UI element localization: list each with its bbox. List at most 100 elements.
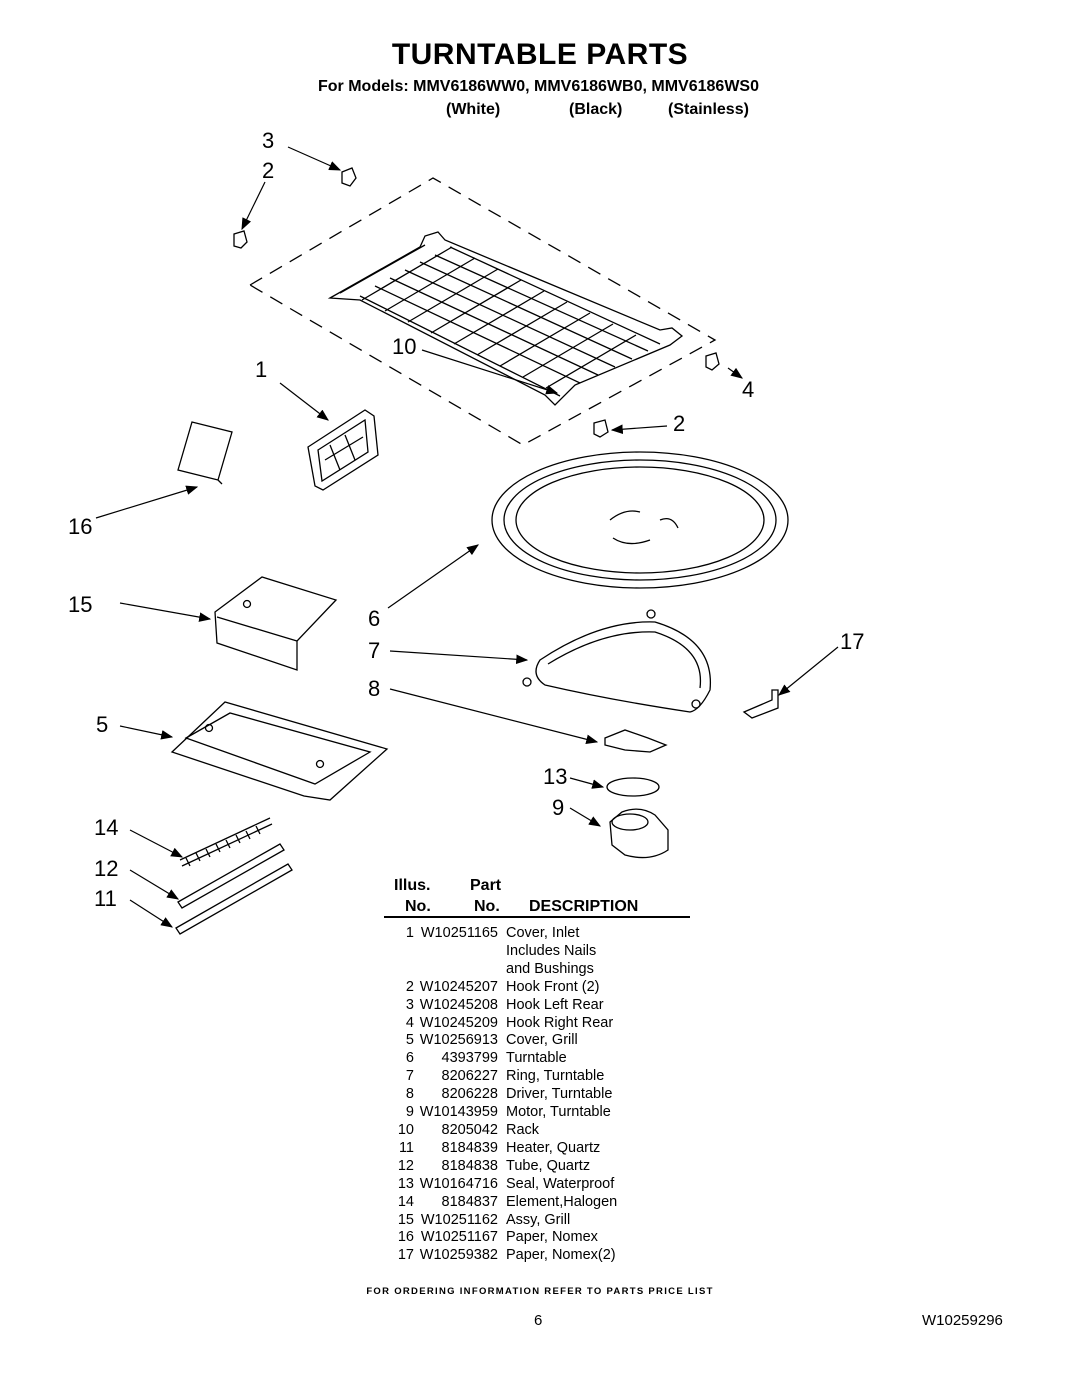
callout-12: 12 [94,856,119,881]
illus-number: 8 [405,1086,414,1103]
table-row: 4 W10245209 Hook Right Rear [384,1015,684,1033]
variant-black: (Black) [569,101,623,118]
illus-number: 9 [405,1104,414,1121]
quartz-tube-illustration [177,843,285,909]
cover-inlet-illustration [307,409,379,491]
table-row: 7 8206227 Ring, Turntable [384,1068,684,1086]
part-description: Motor, Turntable [506,1104,611,1121]
table-row: 2 W10245207 Hook Front (2) [384,979,684,997]
callout-9: 9 [552,795,565,820]
part-number: W10143959 [419,1104,498,1121]
hook-front-2-icon [593,419,609,438]
part-number: W10256913 [419,1032,498,1049]
ordering-note: FOR ORDERING INFORMATION REFER TO PARTS … [366,1286,714,1297]
part-number: W10245207 [419,978,498,995]
illus-number: 4 [405,1014,414,1031]
part-header-1: Part [470,877,502,894]
grill-cover-illustration [170,701,389,801]
callout-13: 13 [543,764,568,789]
part-description: Heater, Quartz [506,1139,601,1156]
part-number: W10251165 [420,925,498,941]
part-description: Tube, Quartz [506,1157,591,1174]
part-number: W10164716 [419,1175,498,1192]
part-number: W10245208 [419,996,498,1013]
callout-11: 11 [94,886,117,911]
callout-17: 17 [840,629,865,654]
illus-number: 2 [405,978,414,995]
part-description: Ring, Turntable [506,1068,605,1085]
page-title: TURNTABLE PARTS [391,38,689,71]
part-number: W10259382 [419,1247,498,1264]
part-description: Hook Front (2) [506,978,600,995]
illus-number: 16 [397,1229,414,1246]
halogen-element-illustration [179,817,273,867]
illus-number: 7 [405,1068,414,1085]
part-description: Hook Left Rear [506,996,604,1013]
hook-left-rear-icon [341,167,357,187]
part-description: Turntable [506,1050,567,1067]
part-number: 8184837 [441,1193,498,1210]
part-description: Rack [506,1121,540,1138]
callout-2-rear: 2 [262,158,275,183]
grill-assembly-illustration [214,576,338,671]
variant-stainless: (Stainless) [668,101,749,118]
parts-list: 1 W10251165 Cover, Inlet Includes Nails an… [384,925,684,1265]
variant-white: (White) [446,101,501,118]
callout-3: 3 [262,128,275,153]
rack-assembly-outline [248,177,717,446]
illus-number: 5 [405,1032,414,1049]
callout-15: 15 [68,592,93,617]
part-description: Driver, Turntable [506,1086,613,1103]
callout-2-front: 2 [673,411,686,436]
part-description: Paper, Nomex [506,1229,598,1246]
part-number: W10251167 [420,1229,498,1246]
part-number: W10251162 [420,1211,498,1228]
part-header-2: No. [474,898,500,915]
callout-8: 8 [368,676,381,701]
table-row: 1 W10251165 Cover, Inlet Includes Nails an… [384,925,684,979]
callout-14: 14 [94,815,119,840]
table-row: 5 W10256913 Cover, Grill [384,1032,684,1050]
illus-number: 1 [405,925,414,941]
callout-16: 16 [68,514,93,539]
illus-number: 6 [405,1050,414,1067]
illus-number: 14 [397,1193,414,1210]
rack-illustration [327,231,684,406]
part-description: Cover, Inlet Includes Nails and Bushings [506,925,597,977]
waterproof-seal-illustration [606,777,660,797]
part-number: 8184839 [441,1139,498,1156]
callout-1: 1 [255,357,268,382]
callout-7: 7 [368,638,381,663]
nomex-paper-illustration [177,421,233,485]
part-number: 4393799 [441,1050,498,1067]
illus-header-1: Illus. [394,877,431,894]
illus-number: 11 [398,1139,414,1156]
document-number: W10259296 [922,1312,1003,1329]
callout-10: 10 [392,334,417,359]
part-number: W10245209 [419,1014,498,1031]
description-header: DESCRIPTION [529,898,639,915]
table-row: 6 4393799 Turntable [384,1050,684,1068]
table-row: 16 W10251167 Paper, Nomex [384,1229,684,1247]
illus-number: 10 [397,1121,414,1138]
part-number: 8206227 [441,1068,498,1085]
page-number: 6 [534,1312,543,1329]
table-row: 11 8184839 Heater, Quartz [384,1140,684,1158]
hook-right-rear-icon [705,352,720,371]
nomex-paper-2-illustration [742,689,779,719]
turntable-illustration [491,451,789,589]
table-row: 9 W10143959 Motor, Turntable [384,1104,684,1122]
part-description: Paper, Nomex(2) [506,1247,616,1264]
part-description: Cover, Grill [506,1032,578,1049]
quartz-heater-illustration [175,863,293,935]
part-description: Hook Right Rear [506,1014,614,1031]
callout-5: 5 [96,712,109,737]
hook-front-icon [233,230,248,249]
illus-header-2: No. [405,898,431,915]
